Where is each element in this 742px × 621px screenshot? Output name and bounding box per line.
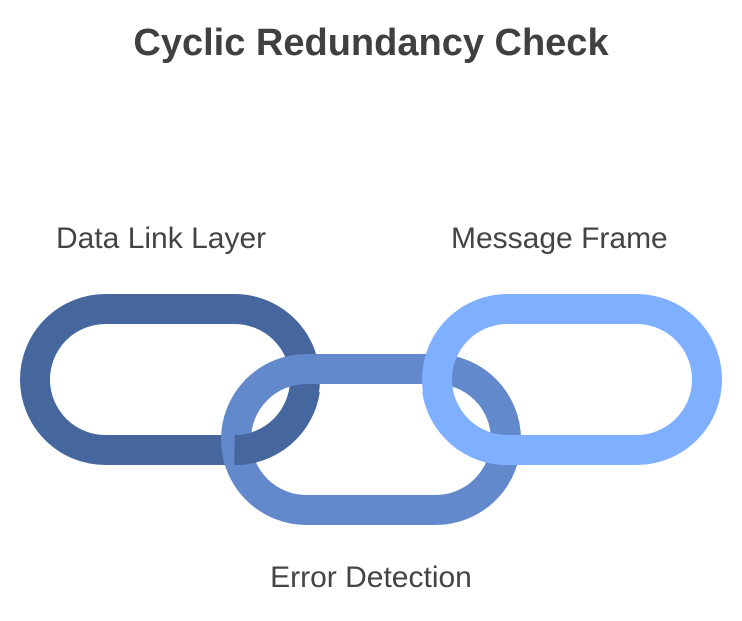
chain-link-message-frame [422,294,722,465]
label-data-link-layer: Data Link Layer [56,222,267,255]
chain-interlock-right-over [422,387,508,466]
diagram-title: Cyclic Redundancy Check [133,22,609,64]
chain-interlock-left-over [234,387,320,466]
label-message-frame: Message Frame [451,222,668,255]
label-error-detection: Error Detection [270,561,472,594]
